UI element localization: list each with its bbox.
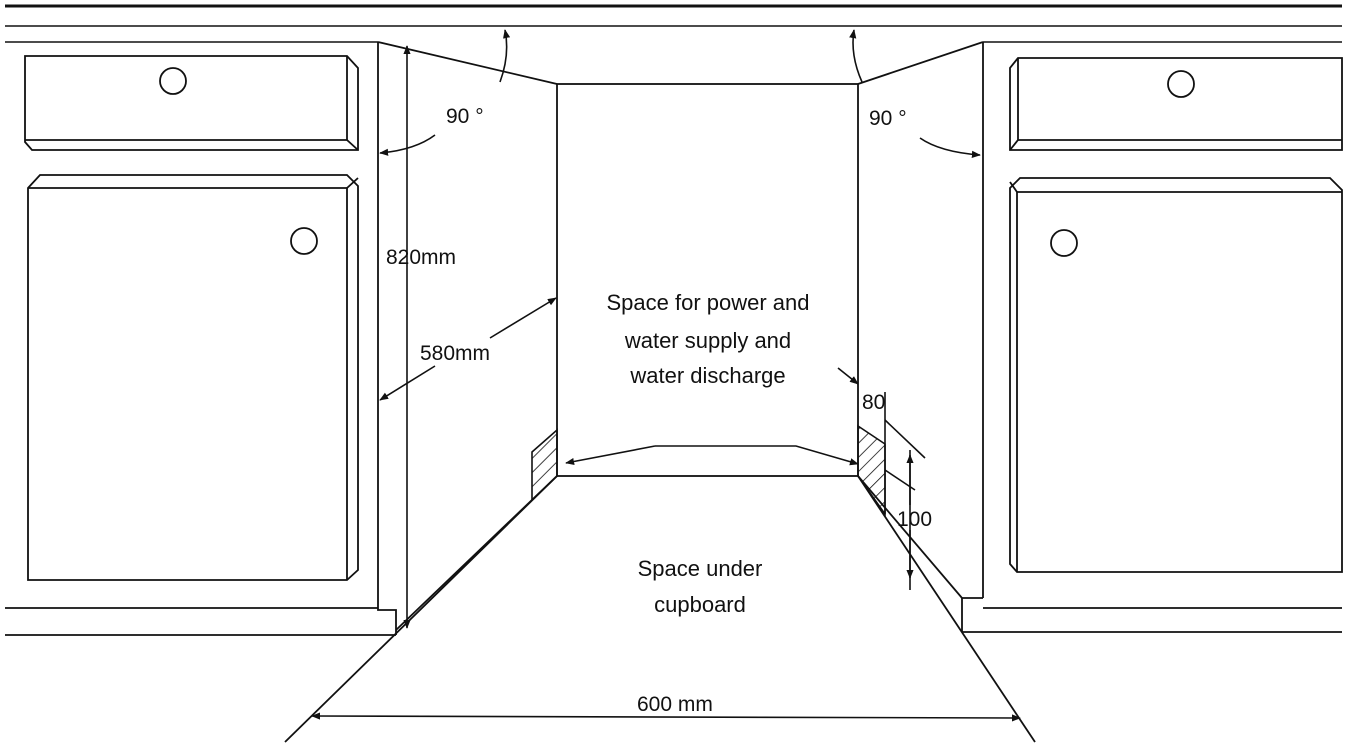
right-cabinet [961, 42, 1343, 633]
plinth-blocks [531, 424, 886, 517]
right-drawer-knob [1167, 70, 1195, 98]
width-dimension-line [311, 712, 1021, 722]
depth-arrow-bottom [379, 365, 436, 401]
right-door-knob [1050, 229, 1078, 257]
width-label: 600 mm [637, 693, 713, 716]
angle-arc-right [849, 29, 981, 158]
left-door-knob [290, 227, 318, 255]
depth-arrow-top [489, 297, 557, 339]
supply-arrow [655, 445, 859, 466]
under-note-line1: Space under [638, 556, 763, 581]
supply-note-line3: water discharge [629, 363, 785, 388]
height-label: 820mm [386, 246, 456, 269]
left-drawer [24, 55, 359, 151]
right-door [1009, 177, 1343, 573]
supply-note-line1: Space for power and [606, 290, 809, 315]
left-hatch-block [531, 428, 558, 502]
niche [284, 41, 1036, 743]
supply-note-line2: water supply and [624, 328, 791, 353]
under-note-line2: cupboard [654, 592, 746, 617]
depth-label: 580mm [420, 342, 490, 365]
gap-dimensions [837, 367, 926, 590]
angle-arc-left [379, 29, 511, 156]
left-drawer-knob [159, 67, 187, 95]
gap-80-label: 80 [862, 391, 885, 414]
right-drawer [1009, 57, 1343, 151]
angle-label-left: 90 ° [446, 105, 484, 128]
gap-100-label: 100 [897, 508, 932, 531]
right-hatch-block [857, 424, 886, 517]
angle-label-right: 90 ° [869, 107, 907, 130]
left-door [27, 174, 359, 581]
left-cabinet [5, 42, 397, 636]
supply-arrow-left [565, 445, 656, 466]
worktop [5, 4, 1342, 43]
